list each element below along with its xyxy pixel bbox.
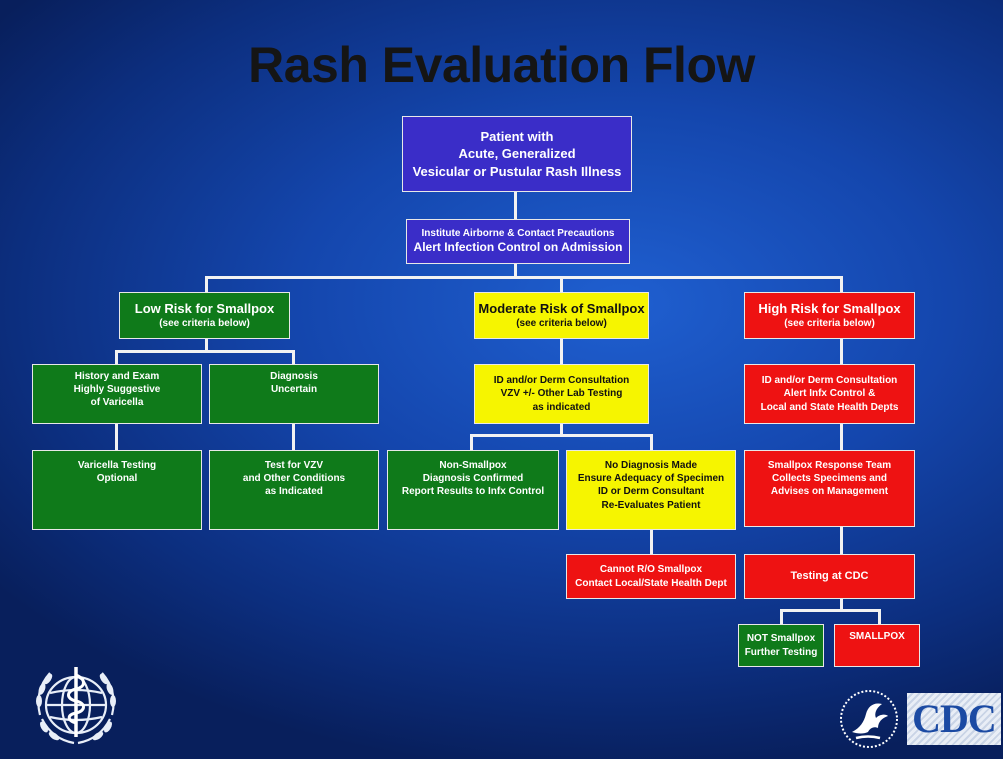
connector	[840, 339, 843, 364]
node-text: High Risk for Smallpox	[758, 301, 901, 317]
moderate-consult-node: ID and/or Derm Consultation VZV +/- Othe…	[474, 364, 649, 424]
connector	[560, 424, 563, 436]
connector	[205, 276, 842, 279]
node-text: Smallpox Response Team	[767, 460, 892, 471]
node-text: No Diagnosis Made	[604, 460, 698, 471]
node-text: Report Results to Infx Control	[401, 486, 545, 498]
node-text: (see criteria below)	[516, 318, 607, 330]
node-text: Test for VZV	[264, 460, 324, 471]
connector	[650, 434, 653, 450]
connector	[292, 424, 295, 450]
node-text: Patient with	[480, 129, 554, 145]
node-text: Non-Smallpox	[439, 460, 507, 471]
moderate-risk-node: Moderate Risk of Smallpox (see criteria …	[474, 292, 649, 339]
node-text: Re-Evaluates Patient	[601, 499, 701, 511]
response-team-node: Smallpox Response Team Collects Specimen…	[744, 450, 915, 527]
node-text: Cannot R/O Smallpox	[599, 564, 703, 576]
connector	[840, 599, 843, 611]
node-text: Diagnosis Confirmed	[422, 473, 524, 485]
node-text: and Other Conditions	[242, 473, 346, 485]
node-text: Alert Infx Control &	[783, 388, 876, 400]
connector	[780, 609, 783, 624]
node-text: Collects Specimens and	[771, 473, 888, 485]
node-text: Institute Airborne & Contact Precautions	[421, 227, 615, 239]
who-emblem-icon	[36, 667, 116, 745]
test-vzv-node: Test for VZV and Other Conditions as Ind…	[209, 450, 379, 530]
node-text: Uncertain	[270, 384, 318, 396]
connector	[780, 609, 881, 612]
node-text: Further Testing	[744, 646, 818, 658]
connector	[205, 339, 208, 352]
node-text: Vesicular or Pustular Rash Illness	[412, 163, 622, 179]
connector	[470, 434, 473, 450]
high-consult-node: ID and/or Derm Consultation Alert Infx C…	[744, 364, 915, 424]
node-text: (see criteria below)	[784, 318, 875, 330]
connector	[840, 276, 843, 292]
node-text: Highly Suggestive	[73, 384, 161, 396]
connector	[470, 434, 653, 437]
connector	[840, 527, 843, 554]
node-text: NOT Smallpox	[746, 633, 816, 645]
node-text: as indicated	[532, 401, 591, 413]
no-diagnosis-node: No Diagnosis Made Ensure Adequacy of Spe…	[566, 450, 736, 530]
node-text: of Varicella	[90, 397, 144, 409]
node-text: Acute, Generalized	[458, 146, 576, 162]
connector	[514, 192, 517, 219]
smallpox-node: SMALLPOX	[834, 624, 920, 667]
hhs-eagle-icon	[840, 690, 898, 748]
cdc-logo-text: CDC	[912, 696, 997, 741]
node-text: ID and/or Derm Consultation	[493, 375, 630, 387]
node-text: ID or Derm Consultant	[597, 486, 705, 498]
patient-node: Patient with Acute, Generalized Vesicula…	[402, 116, 632, 192]
node-text: Local and State Health Depts	[760, 401, 899, 413]
precautions-node: Institute Airborne & Contact Precautions…	[406, 219, 630, 264]
node-text: Moderate Risk of Smallpox	[478, 301, 645, 317]
low-risk-node: Low Risk for Smallpox (see criteria belo…	[119, 292, 290, 339]
cannot-ro-node: Cannot R/O Smallpox Contact Local/State …	[566, 554, 736, 599]
node-text: Diagnosis	[270, 371, 318, 382]
node-text: Varicella Testing	[77, 460, 157, 471]
connector	[840, 424, 843, 450]
page-title: Rash Evaluation Flow	[248, 37, 755, 93]
high-risk-node: High Risk for Smallpox (see criteria bel…	[744, 292, 915, 339]
connector	[292, 350, 295, 364]
connector	[205, 276, 208, 292]
connector	[878, 609, 881, 624]
node-text: Low Risk for Smallpox	[134, 301, 275, 317]
connector	[560, 276, 563, 292]
connector	[650, 530, 653, 554]
node-text: as Indicated	[265, 486, 323, 498]
node-text: Alert Infection Control on Admission	[413, 240, 623, 255]
connector	[514, 264, 517, 277]
diagnosis-uncertain-node: Diagnosis Uncertain	[209, 364, 379, 424]
node-text: Advises on Management	[770, 486, 889, 498]
node-text: ID and/or Derm Consultation	[761, 375, 898, 387]
node-text: Ensure Adequacy of Specimen	[577, 473, 725, 485]
node-text: SMALLPOX	[849, 631, 905, 642]
node-text: Optional	[96, 473, 138, 485]
node-text: Testing at CDC	[790, 570, 869, 583]
node-text: VZV +/- Other Lab Testing	[500, 388, 623, 400]
non-smallpox-node: Non-Smallpox Diagnosis Confirmed Report …	[387, 450, 559, 530]
connector	[115, 424, 118, 450]
not-smallpox-node: NOT Smallpox Further Testing	[738, 624, 824, 667]
connector	[560, 339, 563, 364]
connector	[115, 350, 118, 364]
node-text: Contact Local/State Health Dept	[575, 577, 727, 589]
cdc-logo: CDC	[907, 693, 1001, 745]
history-exam-node: History and Exam Highly Suggestive of Va…	[32, 364, 202, 424]
connector	[115, 350, 295, 353]
node-text: (see criteria below)	[159, 318, 250, 330]
node-text: History and Exam	[74, 371, 160, 382]
varicella-testing-node: Varicella Testing Optional	[32, 450, 202, 530]
testing-cdc-node: Testing at CDC	[744, 554, 915, 599]
